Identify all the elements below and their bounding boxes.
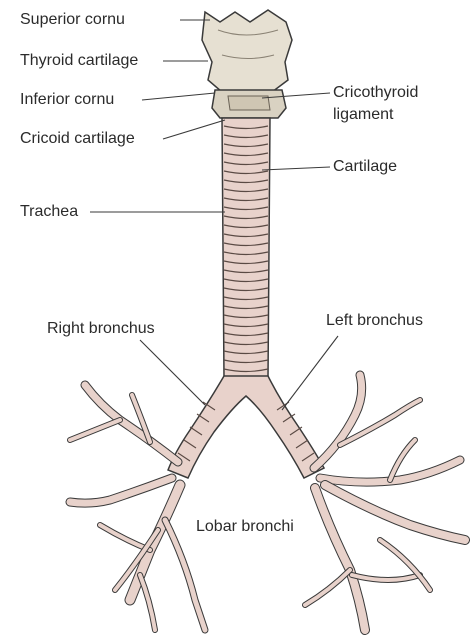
label-right-bronchus: Right bronchus <box>47 320 155 338</box>
label-left-bronchus: Left bronchus <box>326 312 423 330</box>
label-lobar-bronchi: Lobar bronchi <box>196 518 294 536</box>
label-trachea: Trachea <box>20 203 78 221</box>
label-superior-cornu: Superior cornu <box>20 11 125 29</box>
trachea-tube <box>222 118 270 378</box>
cricoid-cartilage-shape <box>212 90 286 118</box>
label-inferior-cornu: Inferior cornu <box>20 91 114 109</box>
label-cartilage: Cartilage <box>333 158 397 176</box>
label-thyroid-cartilage: Thyroid cartilage <box>20 52 138 70</box>
right-lobar-branches <box>70 385 205 630</box>
label-cricothyroid-line2: ligament <box>333 106 393 124</box>
label-cricoid-cartilage: Cricoid cartilage <box>20 130 135 148</box>
label-cricothyroid-line1: Cricothyroid <box>333 84 418 102</box>
left-lobar-branches <box>305 375 465 630</box>
thyroid-cartilage-shape <box>202 10 292 92</box>
